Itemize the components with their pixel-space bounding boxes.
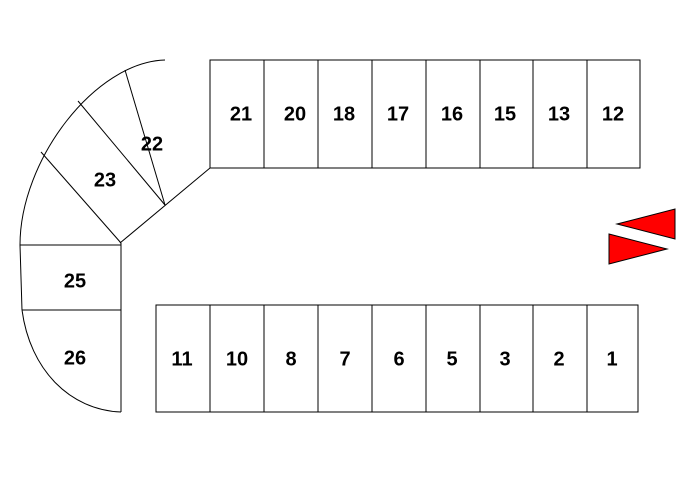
lot-7[interactable]: 7 <box>339 348 350 370</box>
lot-2[interactable]: 2 <box>553 348 564 370</box>
inner-diagonal <box>119 167 211 244</box>
outer-edge <box>19 244 23 311</box>
lot-3[interactable]: 3 <box>499 348 510 370</box>
lot-5[interactable]: 5 <box>446 348 457 370</box>
top-row-lots: 21 20 18 17 16 15 13 12 <box>209 59 641 169</box>
lot-11[interactable]: 11 <box>171 348 192 370</box>
lot-12[interactable]: 12 <box>602 103 624 125</box>
lot-divider <box>124 69 166 206</box>
triangle-arrow-icon <box>615 208 676 240</box>
lot-20[interactable]: 20 <box>284 103 306 125</box>
outer-curve-lower <box>21 309 122 413</box>
lot-10[interactable]: 10 <box>226 348 248 370</box>
triangle-arrow-icon <box>608 233 669 265</box>
direction-arrows <box>608 208 676 265</box>
lot-22[interactable]: 22 <box>141 133 163 155</box>
lot-15[interactable]: 15 <box>494 103 516 125</box>
lot-1[interactable]: 1 <box>606 348 617 370</box>
lot-16[interactable]: 16 <box>441 103 463 125</box>
lot-26[interactable]: 26 <box>64 347 86 369</box>
lot-13[interactable]: 13 <box>548 103 570 125</box>
curved-lots: 22 23 25 26 <box>19 59 211 413</box>
lot-17[interactable]: 17 <box>387 103 409 125</box>
lot-6[interactable]: 6 <box>393 348 404 370</box>
lot-21[interactable]: 21 <box>230 103 252 125</box>
bottom-row-outline <box>155 304 639 413</box>
lot-23[interactable]: 23 <box>94 169 116 191</box>
lot-18[interactable]: 18 <box>333 103 355 125</box>
lot-8[interactable]: 8 <box>285 348 296 370</box>
lot-divider <box>77 100 166 206</box>
outer-curve-upper <box>19 59 166 246</box>
top-row-outline <box>209 59 641 169</box>
lot-divider <box>40 151 122 244</box>
bottom-row-lots: 11 10 8 7 6 5 3 2 1 <box>155 304 639 413</box>
lot-25[interactable]: 25 <box>64 270 86 292</box>
